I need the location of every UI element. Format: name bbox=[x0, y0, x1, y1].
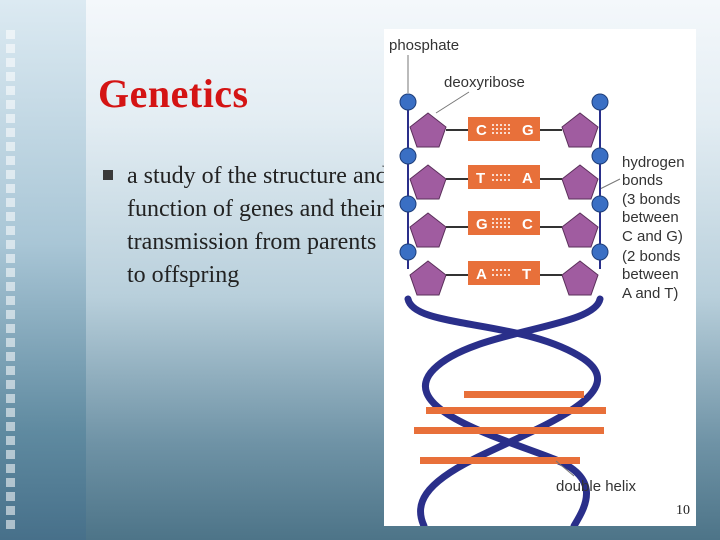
decorative-square bbox=[6, 44, 15, 53]
decorative-square bbox=[6, 170, 15, 179]
deoxyribose-pentagon bbox=[561, 212, 599, 248]
base-pair-row-2: T A bbox=[399, 147, 609, 200]
label-deoxyribose: deoxyribose bbox=[444, 74, 525, 91]
decorative-square bbox=[6, 394, 15, 403]
svg-text:A and T): A and T) bbox=[622, 285, 678, 302]
bullet-text: a study of the structure and function of… bbox=[127, 163, 388, 288]
decorative-square bbox=[6, 128, 15, 137]
svg-text:(3 bonds: (3 bonds bbox=[622, 191, 680, 208]
base-pair-bar bbox=[468, 261, 540, 285]
decorative-square bbox=[6, 422, 15, 431]
pointer-line-deoxyribose bbox=[435, 91, 470, 114]
decorative-square bbox=[6, 282, 15, 291]
helix-rung bbox=[414, 427, 604, 434]
base-right: T bbox=[522, 266, 531, 283]
decorative-square bbox=[6, 520, 15, 529]
base-left: A bbox=[476, 266, 487, 283]
pointer-line-hydrogen-bonds bbox=[599, 178, 621, 190]
base-pair-row-3: G C bbox=[399, 195, 609, 248]
deoxyribose-pentagon bbox=[409, 112, 447, 148]
deoxyribose-pentagon bbox=[409, 212, 447, 248]
decorative-square bbox=[6, 226, 15, 235]
svg-text:hydrogen: hydrogen bbox=[622, 154, 685, 171]
helix-rung bbox=[426, 407, 606, 414]
dna-diagram-svg: phosphate deoxyribose hydrogen bonds (3 … bbox=[389, 37, 685, 526]
decorative-square bbox=[6, 212, 15, 221]
svg-text:(2 bonds: (2 bonds bbox=[622, 248, 680, 265]
label-double-helix: double helix bbox=[556, 478, 637, 495]
decorative-square bbox=[6, 506, 15, 515]
pointer-line-double-helix bbox=[555, 460, 575, 477]
deoxyribose-pentagon bbox=[409, 164, 447, 200]
base-pair-row-1: C G bbox=[399, 93, 609, 148]
svg-text:C and G): C and G) bbox=[622, 228, 683, 245]
decorative-square bbox=[6, 436, 15, 445]
decorative-square bbox=[6, 478, 15, 487]
base-left: T bbox=[476, 170, 485, 187]
base-pair-bar bbox=[468, 165, 540, 189]
svg-text:bonds: bonds bbox=[622, 172, 663, 189]
deoxyribose-pentagon bbox=[561, 112, 599, 148]
decorative-square bbox=[6, 72, 15, 81]
decorative-square bbox=[6, 100, 15, 109]
phosphate-circle bbox=[399, 93, 417, 111]
decorative-square bbox=[6, 324, 15, 333]
decorative-square bbox=[6, 338, 15, 347]
phosphate-circle bbox=[399, 195, 417, 213]
phosphate-circle bbox=[399, 147, 417, 165]
phosphate-circle bbox=[591, 147, 609, 165]
decorative-side-strip bbox=[0, 0, 86, 540]
decorative-square bbox=[6, 310, 15, 319]
deoxyribose-pentagon bbox=[409, 260, 447, 296]
base-right: A bbox=[522, 170, 533, 187]
decorative-square bbox=[6, 114, 15, 123]
bullet-marker bbox=[103, 170, 113, 180]
decorative-square bbox=[6, 184, 15, 193]
base-right: G bbox=[522, 122, 534, 139]
decorative-square bbox=[6, 240, 15, 249]
decorative-square bbox=[6, 156, 15, 165]
dna-diagram: phosphate deoxyribose hydrogen bonds (3 … bbox=[384, 29, 696, 526]
phosphate-circle bbox=[591, 93, 609, 111]
decorative-square bbox=[6, 366, 15, 375]
label-phosphate: phosphate bbox=[389, 37, 459, 54]
base-pair-row-4: A T bbox=[399, 243, 609, 296]
decorative-square bbox=[6, 450, 15, 459]
slide-title: Genetics bbox=[98, 71, 249, 116]
decorative-square bbox=[6, 408, 15, 417]
decorative-square bbox=[6, 86, 15, 95]
decorative-square bbox=[6, 30, 15, 39]
decorative-square bbox=[6, 492, 15, 501]
deoxyribose-pentagon bbox=[561, 164, 599, 200]
label-hydrogen-bonds: hydrogen bonds (3 bonds between C and G)… bbox=[622, 154, 685, 302]
decorative-square bbox=[6, 380, 15, 389]
decorative-square bbox=[6, 58, 15, 67]
decorative-square bbox=[6, 296, 15, 305]
decorative-square bbox=[6, 464, 15, 473]
phosphate-circle bbox=[399, 243, 417, 261]
slide-number: 10 bbox=[676, 503, 690, 518]
decorative-square bbox=[6, 268, 15, 277]
helix-rung bbox=[464, 391, 584, 398]
svg-text:between: between bbox=[622, 266, 679, 283]
svg-text:between: between bbox=[622, 209, 679, 226]
deoxyribose-pentagon bbox=[561, 260, 599, 296]
helix-rung bbox=[420, 457, 580, 464]
decorative-square bbox=[6, 254, 15, 263]
double-helix bbox=[404, 295, 606, 526]
base-left: G bbox=[476, 216, 488, 233]
phosphate-circle bbox=[591, 195, 609, 213]
decorative-square bbox=[6, 198, 15, 207]
base-left: C bbox=[476, 122, 487, 139]
decorative-square bbox=[6, 352, 15, 361]
helix-strand-1 bbox=[404, 295, 601, 526]
decorative-square bbox=[6, 142, 15, 151]
phosphate-circle bbox=[591, 243, 609, 261]
base-right: C bbox=[522, 216, 533, 233]
